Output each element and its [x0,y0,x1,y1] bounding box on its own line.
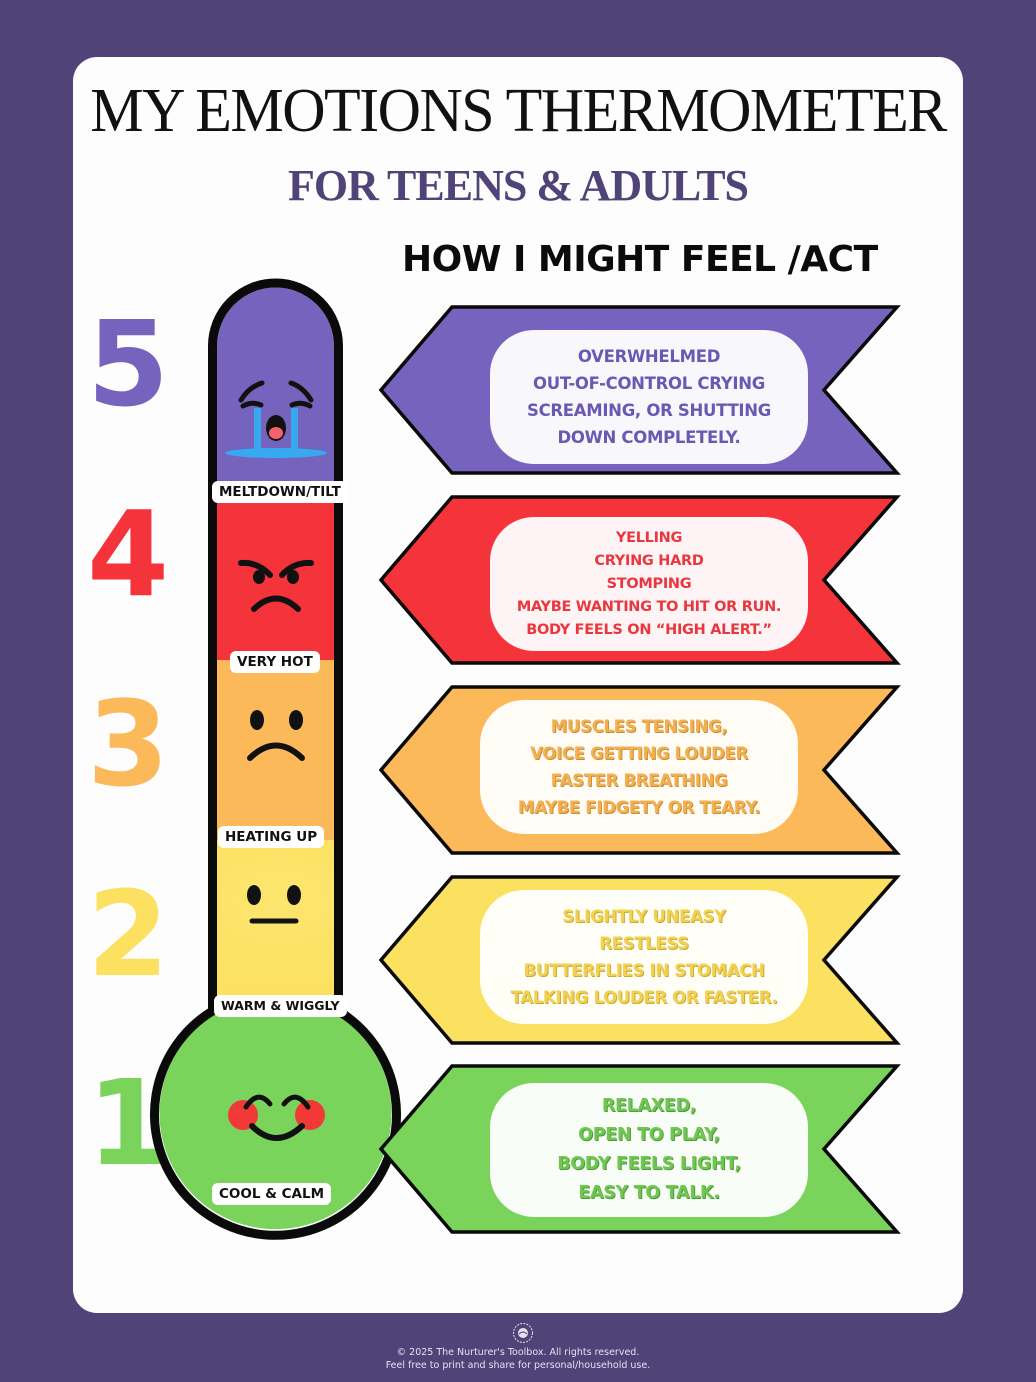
angry-face-icon [238,559,314,612]
description-line: STOMPING [606,575,692,592]
level-number-4: 4 [86,485,169,623]
sad-face-icon [247,710,305,761]
description-line: MAYBE WANTING TO HIT OR RUN. [516,598,782,615]
level-number-2: 2 [86,865,169,1003]
description-line: BODY FEELS LIGHT, [557,1154,741,1174]
segment-level-3 [159,660,392,841]
happy-face-icon [228,1094,325,1141]
section-heading: HOW I MIGHT FEEL /ACT [402,239,878,280]
description-level-5: OVERWHELMED OUT-OF-CONTROL CRYING SCREAM… [490,330,808,464]
description-line: TALKING LOUDER OR FASTER. [510,988,778,1007]
level-number-3: 3 [86,675,169,813]
description-line: OUT-OF-CONTROL CRYING [533,374,765,393]
crying-face-icon [225,380,327,458]
page-subtitle: FOR TEENS & ADULTS [287,161,749,210]
description-level-4: YELLING CRYING HARD STOMPING MAYBE WANTI… [490,517,808,651]
description-line: BODY FEELS ON “HIGH ALERT.” [526,621,772,638]
description-line: SCREAMING, OR SHUTTING [526,401,771,420]
description-line: OVERWHELMED [577,347,721,366]
nurturers-toolbox-logo-icon [513,1323,533,1343]
segment-label-level-3: HEATING UP [218,826,325,848]
page-title: MY EMOTIONS THERMOMETER [90,75,947,145]
footer-usage: Feel free to print and share for persona… [385,1360,651,1371]
description-line: SLIGHTLY UNEASY [562,907,726,926]
segment-label-level-5: MELTDOWN/TILT [212,481,348,503]
segment-label-level-2: WARM & WIGGLY [214,995,347,1017]
description-line: MUSCLES TENSING, [550,717,728,736]
segment-level-2 [159,840,392,1011]
description-line: EASY TO TALK. [578,1183,720,1203]
footer-copyright: © 2025 The Nurturer's Toolbox. All right… [396,1347,640,1358]
description-line: RELAXED, [601,1096,697,1116]
segment-level-5 [159,287,392,496]
description-line: MAYBE FIDGETY OR TEARY. [517,798,761,817]
description-line: CRYING HARD [594,552,704,569]
level-number-5: 5 [86,295,169,433]
segment-label-level-4: VERY HOT [230,651,320,673]
description-line: BUTTERFLIES IN STOMACH [523,961,765,980]
description-level-1: RELAXED, OPEN TO PLAY, BODY FEELS LIGHT,… [490,1083,808,1217]
neutral-face-icon [247,885,301,924]
segment-label-level-1: COOL & CALM [212,1183,332,1205]
description-line: YELLING [615,529,683,546]
description-level-3: MUSCLES TENSING, VOICE GETTING LOUDER FA… [480,700,798,834]
description-line: FASTER BREATHING [550,771,728,790]
description-line: RESTLESS [599,934,689,953]
description-line: OPEN TO PLAY, [578,1125,720,1145]
description-level-2: SLIGHTLY UNEASY RESTLESS BUTTERFLIES IN … [480,890,808,1024]
description-line: DOWN COMPLETELY. [557,428,741,447]
description-line: VOICE GETTING LOUDER [530,744,748,763]
segment-level-4 [159,495,392,661]
